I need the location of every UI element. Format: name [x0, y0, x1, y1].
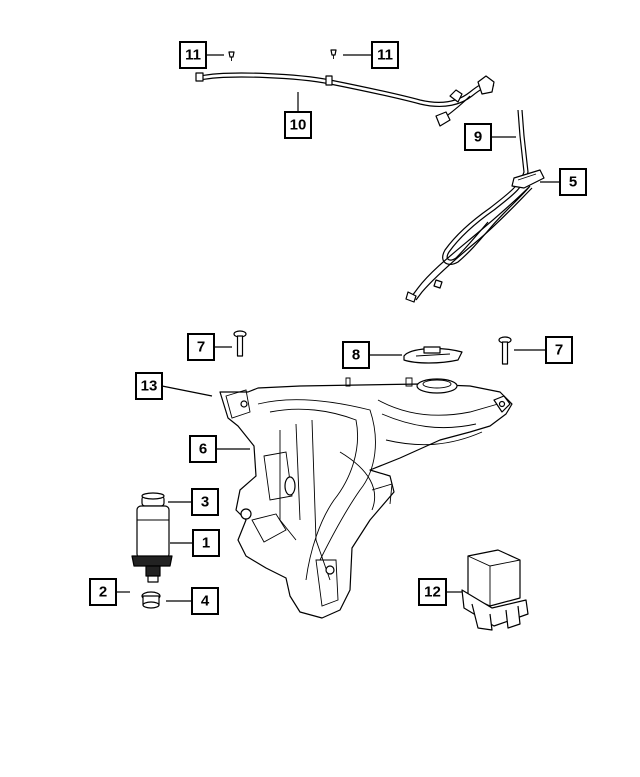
svg-text:1: 1 [202, 535, 210, 552]
callout-4: 4 [191, 587, 219, 615]
callout-11-right: 11 [371, 41, 399, 69]
svg-text:3: 3 [201, 494, 209, 511]
hose-bracket-5 [511, 169, 545, 189]
svg-text:4: 4 [201, 593, 210, 610]
washer-pump-1 [131, 492, 173, 583]
svg-text:12: 12 [424, 584, 441, 601]
pump-grommet-4 [141, 591, 161, 609]
svg-text:9: 9 [474, 129, 482, 146]
svg-text:13: 13 [141, 378, 158, 395]
svg-text:2: 2 [99, 584, 107, 601]
bolt-7-right [498, 336, 512, 365]
callout-11-left: 11 [179, 41, 207, 69]
callout-6: 6 [189, 435, 217, 463]
leader-13 [161, 385, 213, 397]
screw-11-right [330, 49, 337, 59]
callout-8: 8 [342, 341, 370, 369]
svg-text:10: 10 [290, 117, 307, 134]
svg-text:5: 5 [569, 174, 577, 191]
svg-text:8: 8 [352, 347, 360, 364]
svg-text:11: 11 [377, 47, 393, 64]
callout-5: 5 [559, 168, 587, 196]
callout-7-right: 7 [545, 336, 573, 364]
svg-text:7: 7 [555, 342, 563, 359]
svg-text:7: 7 [197, 339, 205, 356]
callout-2: 2 [89, 578, 117, 606]
relay-module-12 [461, 549, 529, 631]
svg-text:11: 11 [185, 47, 201, 64]
washer-reservoir-6 [219, 377, 513, 619]
callout-7-left: 7 [187, 333, 215, 361]
callout-12: 12 [418, 578, 447, 606]
reservoir-cap-8 [403, 346, 463, 364]
bolt-7-left [233, 330, 247, 357]
screw-11-left [228, 51, 235, 61]
callout-1: 1 [192, 529, 220, 557]
callout-3: 3 [191, 488, 219, 516]
callout-9: 9 [464, 123, 492, 151]
washer-hose-10 [195, 72, 495, 127]
svg-text:6: 6 [199, 441, 207, 458]
callout-10: 10 [284, 111, 312, 139]
callout-13: 13 [135, 372, 163, 400]
washer-hose-9 [405, 109, 533, 303]
